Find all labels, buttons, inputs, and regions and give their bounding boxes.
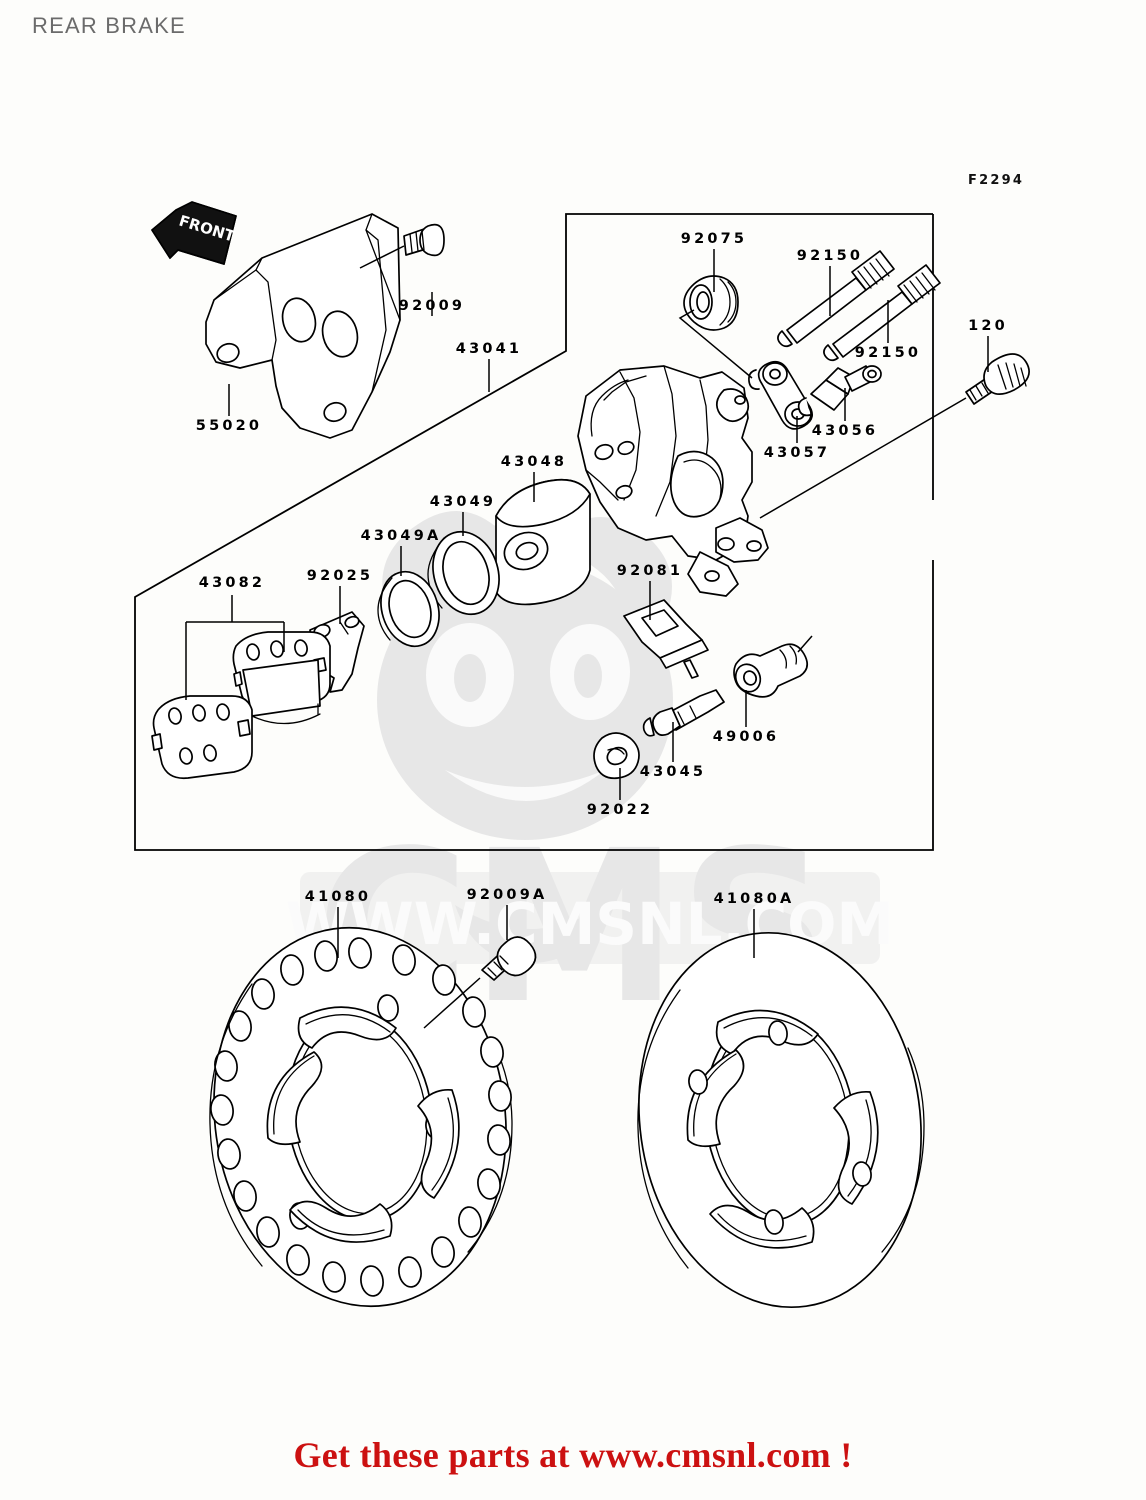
callout-bleed-valve: 43056 [811,423,879,439]
part-120-banjo-bolt [759,353,1030,519]
footer-cta: Get these parts at www.cmsnl.com ! [293,1435,853,1475]
part-92150-slide-pin-1 [777,250,895,348]
part-43041-caliper-body [577,365,769,597]
callout-shim: 92025 [306,568,374,584]
part-55020-caliper-bracket [205,213,401,439]
part-92150-slide-pin-2 [823,264,941,362]
callout-seal-dust: 43049A [360,528,442,544]
callout-oil-seal: 92075 [680,231,748,247]
part-92025-shim [309,611,365,693]
callout-caliper-assembly: 43041 [455,341,523,357]
part-43082-brake-pad-front [151,695,253,780]
page-title: REAR BRAKE [32,13,186,38]
callout-washer: 92022 [586,802,654,818]
figure-code: F2294 [968,173,1025,188]
callout-caliper-lever: 43057 [763,445,831,461]
callout-disc-front: 41080 [304,889,372,905]
leader-lines [228,249,989,958]
part-41080-brake-disc-drilled [209,926,513,1308]
callout-bolt-slide-pin-1: 92150 [796,248,864,264]
part-43048-piston [495,478,591,606]
assembly-boundary-43041 [134,213,934,851]
callout-boot: 49006 [712,729,780,745]
part-43049-piston-seal [427,530,500,616]
callout-caliper-bracket: 55020 [195,418,263,434]
front-arrow-icon: FRONT [151,201,238,265]
part-92075-damper [683,275,739,331]
callout-seal-piston: 43049 [429,494,497,510]
part-92009A-disc-bolt [423,936,537,1029]
part-43049A-dust-seal [377,570,440,648]
callout-spring-pad: 92081 [616,563,684,579]
callout-bolt-slide-pin-2: 92150 [854,345,922,361]
callout-pin-pad: 43045 [639,764,707,780]
part-43082-brake-pad-rear [232,631,331,727]
part-43056-bleed-valve [797,365,882,417]
part-92009-bolt [359,223,445,269]
part-49006-boot [733,635,813,698]
part-92022-washer [593,732,640,780]
part-43057-lever [748,360,813,430]
callout-bolt-disc: 92009A [466,887,548,903]
callout-disc-rear: 41080A [713,891,795,907]
callout-piston: 43048 [500,454,568,470]
part-41080A-brake-disc-slotted [637,931,925,1309]
callout-brake-pads: 43082 [198,575,266,591]
callout-bolt-banjo: 120 [968,318,1008,334]
part-92081-pad-spring [623,599,709,679]
callout-bolt-upper: 92009 [398,298,466,314]
